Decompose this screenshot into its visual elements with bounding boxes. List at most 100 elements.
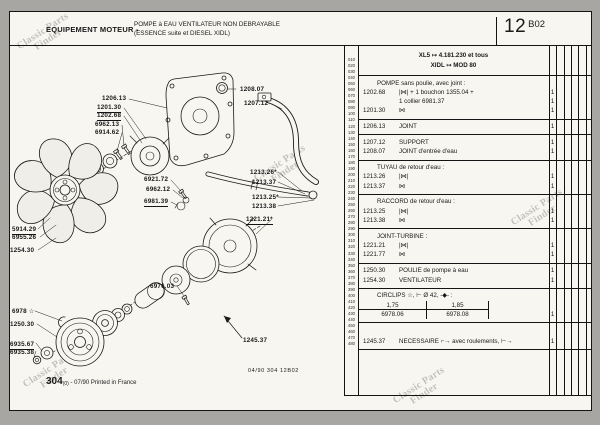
row-number: 080	[348, 99, 355, 105]
row-number: 310	[348, 238, 355, 244]
part-qty: 1	[550, 242, 555, 250]
part-desc: ⋈	[399, 217, 406, 225]
return-hose-illustration	[205, 171, 318, 200]
applicability-line2: XIDL ↦ MOD 80	[430, 61, 477, 69]
row-number: 260	[348, 208, 355, 214]
part-ref: 1221.21	[363, 242, 386, 250]
row-number: 120	[348, 123, 355, 129]
applicability-header: XL5 ↦ 4.181.230 et tous XIDL ↦ MOD 80	[359, 46, 591, 76]
subtable-size: 1,75	[359, 300, 427, 310]
part-qty: 1	[550, 337, 555, 345]
footnote-sub: (0)	[62, 381, 69, 387]
row-number: 320	[348, 244, 355, 250]
row-number: 380	[348, 280, 355, 286]
impeller-illustration	[161, 265, 191, 295]
kit-arrow	[223, 315, 243, 339]
part-qty: 1	[550, 251, 555, 259]
part-row: 1213.26|⋈|1	[359, 172, 591, 181]
exploded-diagram	[10, 72, 319, 367]
row-number: 340	[348, 256, 355, 262]
part-desc: VENTILATEUR	[399, 276, 442, 284]
row-number: 470	[348, 335, 355, 341]
row-number: 370	[348, 274, 355, 280]
column-divider	[344, 46, 345, 395]
applicability-line1: XL5 ↦ 4.181.230 et tous	[418, 52, 489, 59]
bearing-illustration	[134, 282, 165, 309]
part-row: 1202.68|⋈| + 1 bouchon 1355.04 +1	[359, 88, 591, 97]
group-header: POMPE sans poulie, avec joint :	[377, 79, 466, 87]
page-number: 12	[504, 16, 527, 37]
table-group: POMPE sans poulie, avec joint :1202.68|⋈…	[359, 76, 591, 120]
row-number: 130	[348, 129, 355, 135]
page-subtitle: POMPE à EAU VENTILATEUR NON DEBRAYABLE (…	[134, 21, 280, 38]
subtitle-line1: POMPE à EAU VENTILATEUR NON DEBRAYABLE	[134, 21, 280, 28]
row-number: 070	[348, 93, 355, 99]
row-number: 430	[348, 310, 355, 316]
part-qty: 1	[550, 123, 555, 131]
group-header: RACCORD de retour d'eau :	[377, 198, 455, 206]
row-number: 390	[348, 286, 355, 292]
row-number: 410	[348, 298, 355, 304]
part-qty: 1	[550, 138, 555, 146]
bolt-illustration	[113, 143, 190, 306]
part-desc: JOINT	[399, 123, 417, 131]
part-row: 1213.37⋈1	[359, 182, 591, 191]
row-number: 010	[348, 57, 355, 62]
section-title: EQUIPEMENT MOTEUR -	[46, 25, 139, 34]
pump-body-illustration	[129, 135, 170, 176]
row-number: 060	[348, 87, 355, 93]
part-ref: 1202.68	[363, 88, 386, 96]
table-bottom-rule	[344, 395, 591, 396]
part-ref: 1213.25	[363, 207, 386, 215]
part-ref: 1254.30	[363, 276, 386, 284]
row-number: 400	[348, 292, 355, 298]
part-desc: NECESSAIRE ⌐→ avec roulements, ⊢→	[399, 337, 513, 345]
small-ring-illustration	[174, 196, 190, 211]
pulley-illustration	[55, 317, 105, 367]
row-number: 230	[348, 190, 355, 196]
part-ref: 1221.77	[363, 251, 386, 259]
part-ref: 1201.30	[363, 107, 386, 115]
parts-table: XL5 ↦ 4.181.230 et tous XIDL ↦ MOD 80 PO…	[358, 46, 591, 395]
row-number: 300	[348, 232, 355, 238]
seal-ring-illustration	[121, 303, 133, 315]
row-number: 180	[348, 159, 355, 165]
part-qty: 1	[550, 310, 555, 318]
part-row: 1221.21 |⋈| 1	[359, 241, 591, 250]
part-desc: SUPPORT	[399, 138, 429, 146]
row-number: 330	[348, 250, 355, 256]
o-ring-illustration	[216, 82, 228, 94]
part-ref: 1213.37	[363, 182, 386, 190]
row-number: 240	[348, 196, 355, 202]
part-qty: 1	[550, 148, 555, 156]
group-header: TUYAU de retour d'eau :	[377, 164, 445, 172]
row-number: 210	[348, 177, 355, 183]
part-ref: 1213.38	[363, 217, 386, 225]
row-number: 150	[348, 141, 355, 147]
row-number: 100	[348, 111, 355, 117]
row-number: 090	[348, 105, 355, 111]
part-qty: 1	[550, 98, 555, 106]
part-desc: |⋈|	[399, 242, 409, 250]
gasket-plate-illustration	[165, 72, 235, 167]
header-divider	[496, 17, 497, 45]
leader-lines	[33, 88, 315, 358]
header-rule	[10, 45, 591, 46]
group-header: CIRCLIPS ☆, ⊢ Ø 42, -◆- :	[377, 292, 453, 300]
footnote-text: - 07/90 Printed in France	[68, 380, 137, 386]
row-number: 170	[348, 153, 355, 159]
